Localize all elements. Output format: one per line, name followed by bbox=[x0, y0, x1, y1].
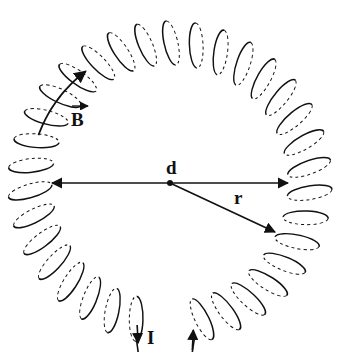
coil-windings bbox=[8, 21, 333, 343]
radius-label: r bbox=[232, 188, 244, 207]
radius-line bbox=[170, 183, 275, 232]
current-leads bbox=[136, 325, 194, 352]
field-arrow bbox=[38, 71, 85, 135]
vector-arrow bbox=[72, 105, 88, 106]
field-label: B bbox=[69, 110, 86, 129]
current-label: I bbox=[145, 328, 156, 347]
diameter-label: d bbox=[164, 158, 179, 177]
